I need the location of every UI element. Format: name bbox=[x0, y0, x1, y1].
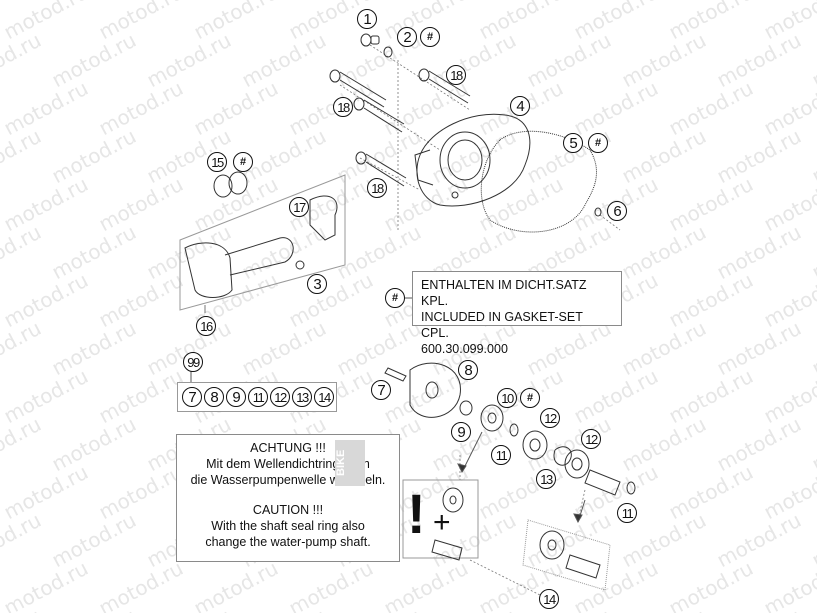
exclamation-icon: ! bbox=[407, 482, 426, 545]
part-callout-8: 8 bbox=[458, 360, 478, 380]
caution-en-line1: With the shaft seal ring also bbox=[211, 519, 365, 533]
kit-item-12: 12 bbox=[270, 387, 290, 407]
kit-item-9: 9 bbox=[226, 387, 246, 407]
kit-item-13: 13 bbox=[292, 387, 312, 407]
caution-de-line2: die Wasserpumpenwelle wechseln. bbox=[190, 473, 386, 487]
pump-housing-4 bbox=[414, 113, 531, 207]
part-callout-12: 12 bbox=[540, 408, 560, 428]
part-callout-17: 17 bbox=[289, 197, 309, 217]
gasket-set-marker: # bbox=[233, 152, 253, 172]
part-callout-14: 14 bbox=[539, 589, 559, 609]
part-callout-12: 12 bbox=[581, 429, 601, 449]
part-callout-99: 99 bbox=[183, 352, 203, 372]
part-callout-13: 13 bbox=[536, 469, 556, 489]
gasket-note-line2: INCLUDED IN GASKET-SET CPL. bbox=[421, 310, 583, 340]
caution-en-title: CAUTION !!! bbox=[252, 503, 324, 517]
part-callout-16: 16 bbox=[196, 316, 216, 336]
kit-item-14: 14 bbox=[314, 387, 334, 407]
caution-de-title: ACHTUNG !!! bbox=[250, 441, 326, 455]
part-callout-7: 7 bbox=[371, 380, 391, 400]
gasket-part-number: 600.30.099.000 bbox=[421, 342, 508, 356]
part-callout-18: 18 bbox=[333, 97, 353, 117]
kit-item-8: 8 bbox=[204, 387, 224, 407]
part-callout-15: 15 bbox=[207, 152, 227, 172]
part-callout-18: 18 bbox=[446, 65, 466, 85]
plus-icon: + bbox=[433, 506, 451, 539]
gasket-set-note: ENTHALTEN IM DICHT.SATZ KPL. INCLUDED IN… bbox=[412, 271, 622, 356]
gasket-set-marker: # bbox=[588, 133, 608, 153]
part-callout-11: 11 bbox=[617, 503, 637, 523]
part-callout-10: 10 bbox=[497, 388, 517, 408]
gasket-note-line1: ENTHALTEN IM DICHT.SATZ KPL. bbox=[421, 278, 587, 308]
part-callout-5: 5 bbox=[563, 133, 583, 153]
brand-mark: BIKE bbox=[335, 440, 365, 486]
caution-de-line1: Mit dem Wellendichtring auch bbox=[206, 457, 370, 471]
caution-en-line2: change the water-pump shaft. bbox=[205, 535, 371, 549]
gasket-set-marker: # bbox=[420, 27, 440, 47]
part-callout-3: 3 bbox=[307, 274, 327, 294]
part-callout-9: 9 bbox=[451, 422, 471, 442]
part-callout-4: 4 bbox=[510, 96, 530, 116]
kit-item-7: 7 bbox=[182, 387, 202, 407]
part-callout-18: 18 bbox=[367, 178, 387, 198]
caution-note: ACHTUNG !!! Mit dem Wellendichtring auch… bbox=[176, 434, 400, 562]
kit-item-11: 11 bbox=[248, 387, 268, 407]
part-callout-2: 2 bbox=[397, 27, 417, 47]
bolt-18-group bbox=[329, 68, 471, 187]
part-callout-1: 1 bbox=[357, 9, 377, 29]
part-callout-11: 11 bbox=[491, 445, 511, 465]
part-callout-6: 6 bbox=[607, 201, 627, 221]
gasket-hash-marker: # bbox=[385, 288, 405, 308]
gasket-set-marker: # bbox=[520, 388, 540, 408]
